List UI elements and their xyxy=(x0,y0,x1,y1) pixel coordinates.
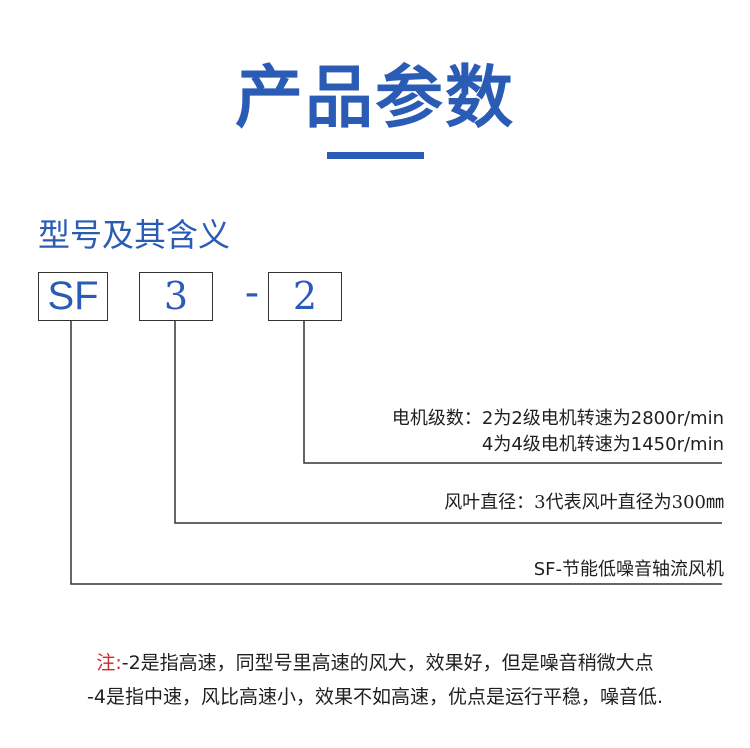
note-line2: -4是指中速，风比高速小，效果不如高速，优点是运行平稳，噪音低. xyxy=(87,686,663,708)
connector-blade xyxy=(174,321,722,524)
note-line1-text: -2是指高速，同型号里高速的风大，效果好，但是噪音稍微大点 xyxy=(121,652,654,674)
desc-series: SF-节能低噪音轴流风机 xyxy=(533,559,724,580)
page-title: 产品参数 xyxy=(234,59,515,138)
note-line1: 注:-2是指高速，同型号里高速的风大，效果好，但是噪音稍微大点 xyxy=(0,650,750,676)
code-box-series: SF xyxy=(38,272,108,321)
section-title: 型号及其含义 xyxy=(38,216,231,254)
code-separator: - xyxy=(244,270,260,316)
code-box-poles: 2 xyxy=(268,272,342,321)
code-box-blade: 3 xyxy=(139,272,213,321)
desc-motor-line2: 4为4级电机转速为1450r/min xyxy=(481,434,724,455)
desc-motor-line1: 电机级数：2为2级电机转速为2800r/min xyxy=(391,408,724,429)
connector-series xyxy=(70,321,722,585)
connector-poles xyxy=(303,321,722,464)
note-prefix: 注: xyxy=(96,652,122,674)
desc-blade: 风叶直径：3代表风叶直径为300㎜ xyxy=(444,492,724,513)
title-underline xyxy=(327,152,424,159)
